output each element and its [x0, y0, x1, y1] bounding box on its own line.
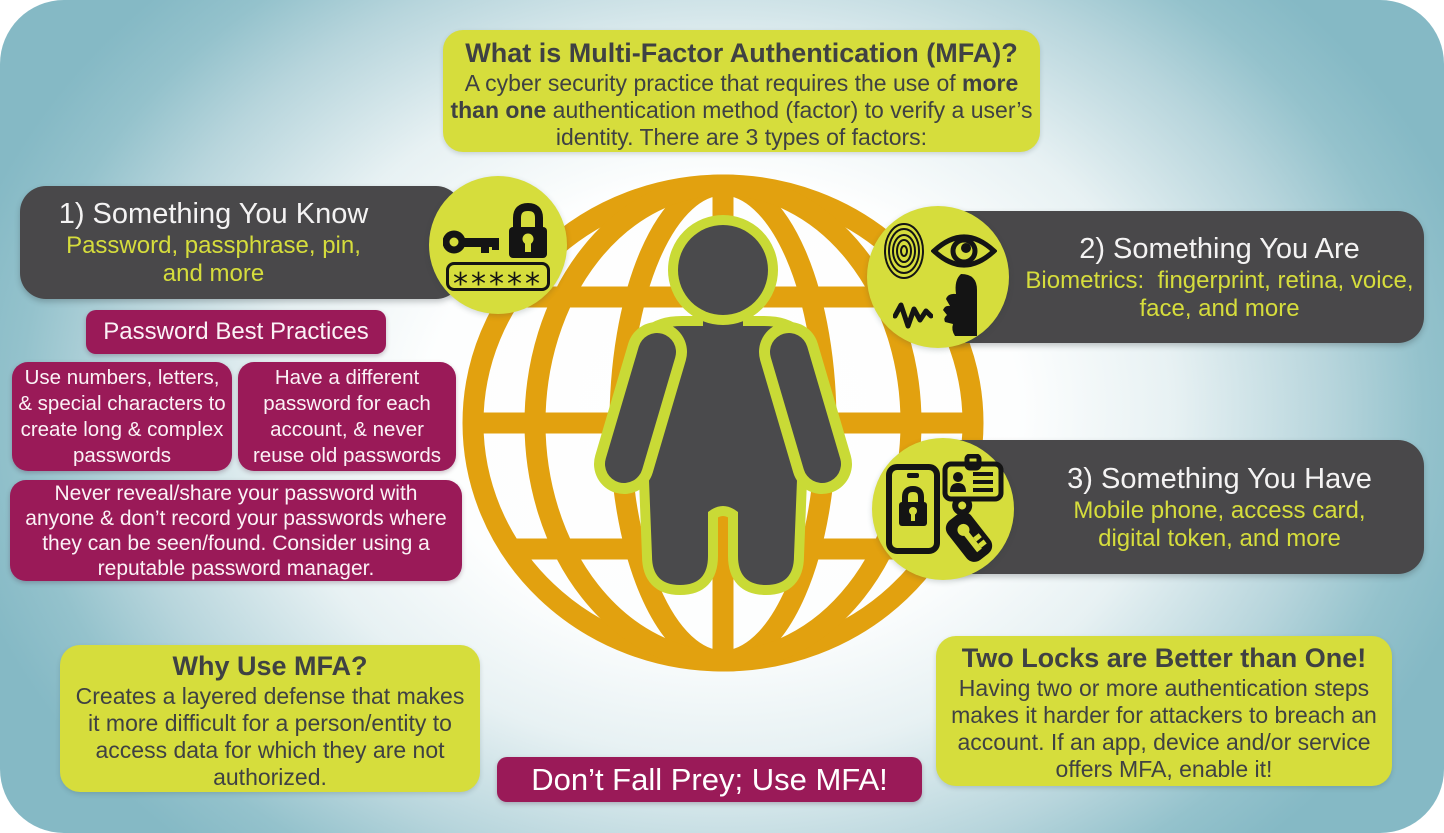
factor-know-subtitle: Password, passphrase, pin, and more — [66, 232, 368, 287]
two-locks-title: Two Locks are Better than One! — [961, 643, 1367, 673]
definition-text-bold: more than one — [450, 70, 1019, 123]
tip-unique-passwords-text: Have a different password for each accou… — [252, 365, 441, 467]
have-icon-circle — [872, 438, 1014, 580]
factor-know-title: 1) Something You Know — [58, 198, 369, 230]
two-locks-body: Having two or more authentication steps … — [951, 675, 1377, 782]
definition-text-pre: A cyber security practice that requires … — [464, 70, 963, 96]
mfa-definition-title: What is Multi-Factor Authentication (MFA… — [465, 38, 1018, 68]
factor-have-banner: 3) Something You Have Mobile phone, acce… — [935, 440, 1424, 574]
eye-icon — [931, 234, 997, 268]
why-mfa-body: Creates a layered defense that makes it … — [75, 683, 465, 790]
id-card-icon — [942, 454, 1004, 502]
factor-are-subtitle: Biometrics: fingerprint, retina, voice, … — [1025, 266, 1421, 322]
key-icon — [443, 230, 499, 254]
face-voice-icon — [943, 274, 977, 336]
why-mfa-title: Why Use MFA? — [172, 651, 368, 681]
why-mfa-box: Why Use MFA? Creates a layered defense t… — [60, 645, 480, 792]
tip-unique-passwords: Have a different password for each accou… — [238, 362, 456, 471]
cta-label: Don’t Fall Prey; Use MFA! — [531, 761, 888, 797]
fingerprint-icon — [884, 223, 924, 279]
tip-never-share: Never reveal/share your password with an… — [10, 480, 462, 581]
factor-have-subtitle: Mobile phone, access card, digital token… — [1073, 496, 1373, 552]
are-icon-circle — [867, 206, 1009, 348]
mfa-definition-body: A cyber security practice that requires … — [443, 70, 1040, 151]
mfa-definition-box: What is Multi-Factor Authentication (MFA… — [443, 30, 1040, 152]
password-asterisks-field: ***** — [446, 262, 550, 291]
tip-complex-passwords-text: Use numbers, letters, & special characte… — [18, 365, 226, 467]
key-token-icon — [945, 500, 993, 562]
padlock-icon — [509, 202, 547, 258]
voice-wave-icon — [893, 302, 933, 329]
definition-text-post: authentication method (factor) to verify… — [546, 97, 1033, 150]
password-best-practices-label: Password Best Practices — [103, 318, 369, 345]
know-icon-circle: ***** — [429, 176, 567, 314]
password-best-practices-heading: Password Best Practices — [86, 310, 386, 354]
factor-are-title: 2) Something You Are — [1079, 232, 1360, 265]
phone-lock-icon — [886, 464, 940, 554]
cta-banner: Don’t Fall Prey; Use MFA! — [497, 757, 922, 802]
factor-have-title: 3) Something You Have — [1067, 462, 1372, 495]
factor-know-banner: 1) Something You Know Password, passphra… — [20, 186, 462, 299]
two-locks-box: Two Locks are Better than One! Having tw… — [936, 636, 1392, 786]
tip-never-share-text: Never reveal/share your password with an… — [25, 481, 447, 580]
factor-are-banner: 2) Something You Are Biometrics: fingerp… — [935, 211, 1424, 343]
person-icon — [594, 215, 852, 595]
tip-complex-passwords: Use numbers, letters, & special characte… — [12, 362, 232, 471]
